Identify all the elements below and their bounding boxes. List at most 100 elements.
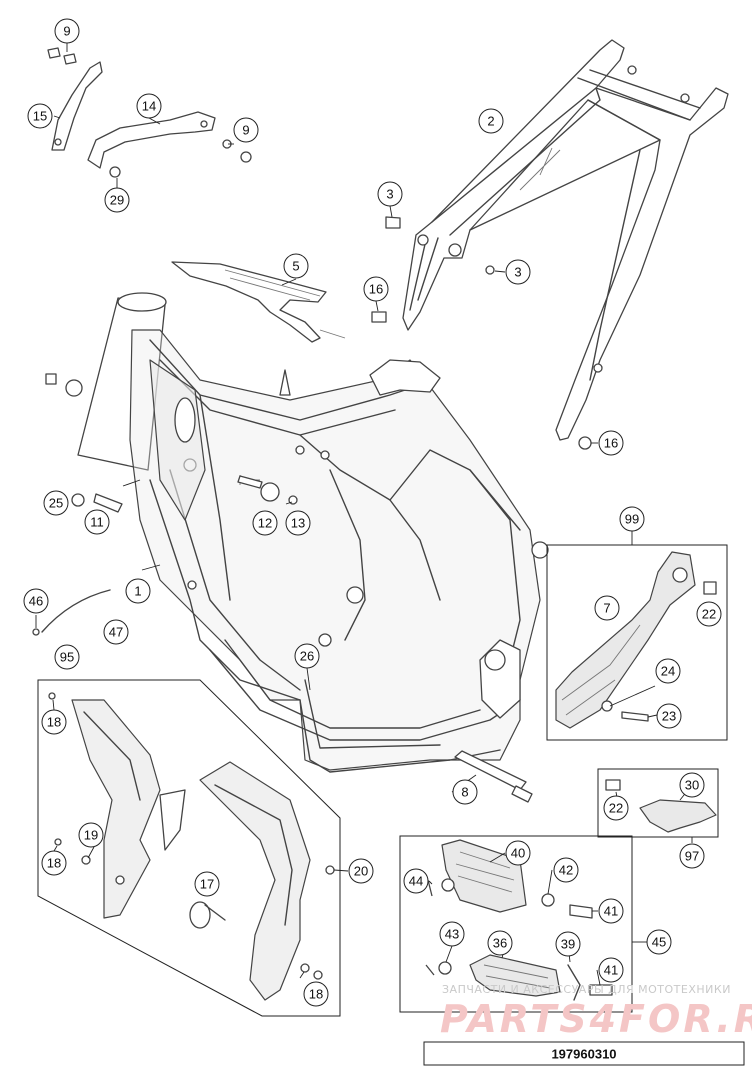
brake-tip-drawing: [605, 779, 717, 833]
callout-label: 25: [49, 496, 63, 511]
callout-label: 17: [200, 877, 214, 892]
callout-label: 3: [386, 187, 393, 202]
callout-label: 11: [90, 515, 104, 530]
main-frame-drawing: [77, 292, 549, 773]
callout-36: 36: [487, 930, 513, 956]
callout-label: 18: [47, 856, 61, 871]
frame-guards-drawing: [48, 692, 335, 1001]
callout-label: 40: [511, 846, 525, 861]
callout-2: 2: [478, 108, 504, 134]
callout-label: 46: [29, 594, 43, 609]
callout-label: 8: [461, 785, 468, 800]
callout-40: 40: [505, 840, 531, 866]
callout-25: 25: [43, 490, 69, 516]
callout-label: 24: [661, 664, 675, 679]
document-number-box: 197960310: [423, 1041, 745, 1066]
callout-24: 24: [655, 658, 681, 684]
callout-23: 23: [656, 703, 682, 729]
callout-26: 26: [294, 643, 320, 669]
callout-label: 23: [662, 709, 676, 724]
callout-41: 41: [598, 898, 624, 924]
callout-label: 5: [292, 259, 299, 274]
callout-label: 41: [604, 904, 618, 919]
subframe-drawing: [402, 39, 729, 441]
callout-1: 1: [125, 578, 151, 604]
watermark-line2: PARTS4FOR.RU: [440, 997, 752, 1041]
callout-label: 95: [60, 650, 74, 665]
callout-15: 15: [27, 103, 53, 129]
callout-13: 13: [285, 510, 311, 536]
document-number: 197960310: [551, 1047, 616, 1062]
callout-47: 47: [103, 619, 129, 645]
callout-label: 30: [685, 778, 699, 793]
group-outlines: [37, 544, 728, 1017]
callout-41: 41: [598, 957, 624, 983]
callout-label: 47: [109, 625, 123, 640]
callout-label: 16: [604, 436, 618, 451]
callout-29: 29: [104, 187, 130, 213]
callout-label: 18: [309, 987, 323, 1002]
callout-label: 22: [702, 607, 716, 622]
watermark-line1: ЗАПЧАСТИ И АКСЕССУАРЫ ДЛЯ МОТОТЕХНИКИ: [442, 983, 731, 996]
callout-label: 45: [652, 935, 666, 950]
callout-label: 2: [487, 114, 494, 129]
callout-14: 14: [136, 93, 162, 119]
callout-16: 16: [363, 276, 389, 302]
callout-44: 44: [403, 868, 429, 894]
callout-22: 22: [603, 795, 629, 821]
callout-9: 9: [54, 18, 80, 44]
callout-label: 39: [561, 937, 575, 952]
callout-8: 8: [452, 779, 478, 805]
callout-label: 18: [47, 715, 61, 730]
callout-5: 5: [283, 253, 309, 279]
callout-label: 3: [514, 265, 521, 280]
callout-45: 45: [646, 929, 672, 955]
brake-pedal-drawing: [555, 551, 717, 729]
callout-label: 14: [142, 99, 156, 114]
callout-43: 43: [439, 921, 465, 947]
callout-label: 12: [258, 516, 272, 531]
callout-22: 22: [696, 601, 722, 627]
callout-99: 99: [619, 506, 645, 532]
callout-19: 19: [78, 822, 104, 848]
callout-95: 95: [54, 644, 80, 670]
callout-label: 43: [445, 927, 459, 942]
callout-label: 42: [559, 863, 573, 878]
callout-30: 30: [679, 772, 705, 798]
callout-label: 41: [604, 963, 618, 978]
callout-18: 18: [303, 981, 329, 1007]
callout-17: 17: [194, 871, 220, 897]
callout-label: 15: [33, 109, 47, 124]
callout-20: 20: [348, 858, 374, 884]
callout-label: 97: [685, 849, 699, 864]
callout-42: 42: [553, 857, 579, 883]
callout-9: 9: [233, 117, 259, 143]
callout-label: 29: [110, 193, 124, 208]
callout-18: 18: [41, 850, 67, 876]
callout-39: 39: [555, 931, 581, 957]
callout-46: 46: [23, 588, 49, 614]
callout-label: 44: [409, 874, 423, 889]
callout-12: 12: [252, 510, 278, 536]
leader-lines: [35, 43, 693, 986]
callout-18: 18: [41, 709, 67, 735]
callout-label: 9: [242, 123, 249, 138]
callout-label: 9: [63, 24, 70, 39]
callout-label: 26: [300, 649, 314, 664]
callout-11: 11: [84, 509, 110, 535]
callout-label: 16: [369, 282, 383, 297]
callout-label: 22: [609, 801, 623, 816]
footpeg-drawing: [425, 839, 613, 1001]
callout-3: 3: [377, 181, 403, 207]
callout-label: 19: [84, 828, 98, 843]
callout-label: 20: [354, 864, 368, 879]
callout-label: 13: [291, 516, 305, 531]
callout-16: 16: [598, 430, 624, 456]
callout-label: 36: [493, 936, 507, 951]
callout-3: 3: [505, 259, 531, 285]
callout-label: 1: [134, 584, 141, 599]
callout-label: 99: [625, 512, 639, 527]
watermark: ЗАПЧАСТИ И АКСЕССУАРЫ ДЛЯ МОТОТЕХНИКИ PA…: [440, 983, 752, 1041]
